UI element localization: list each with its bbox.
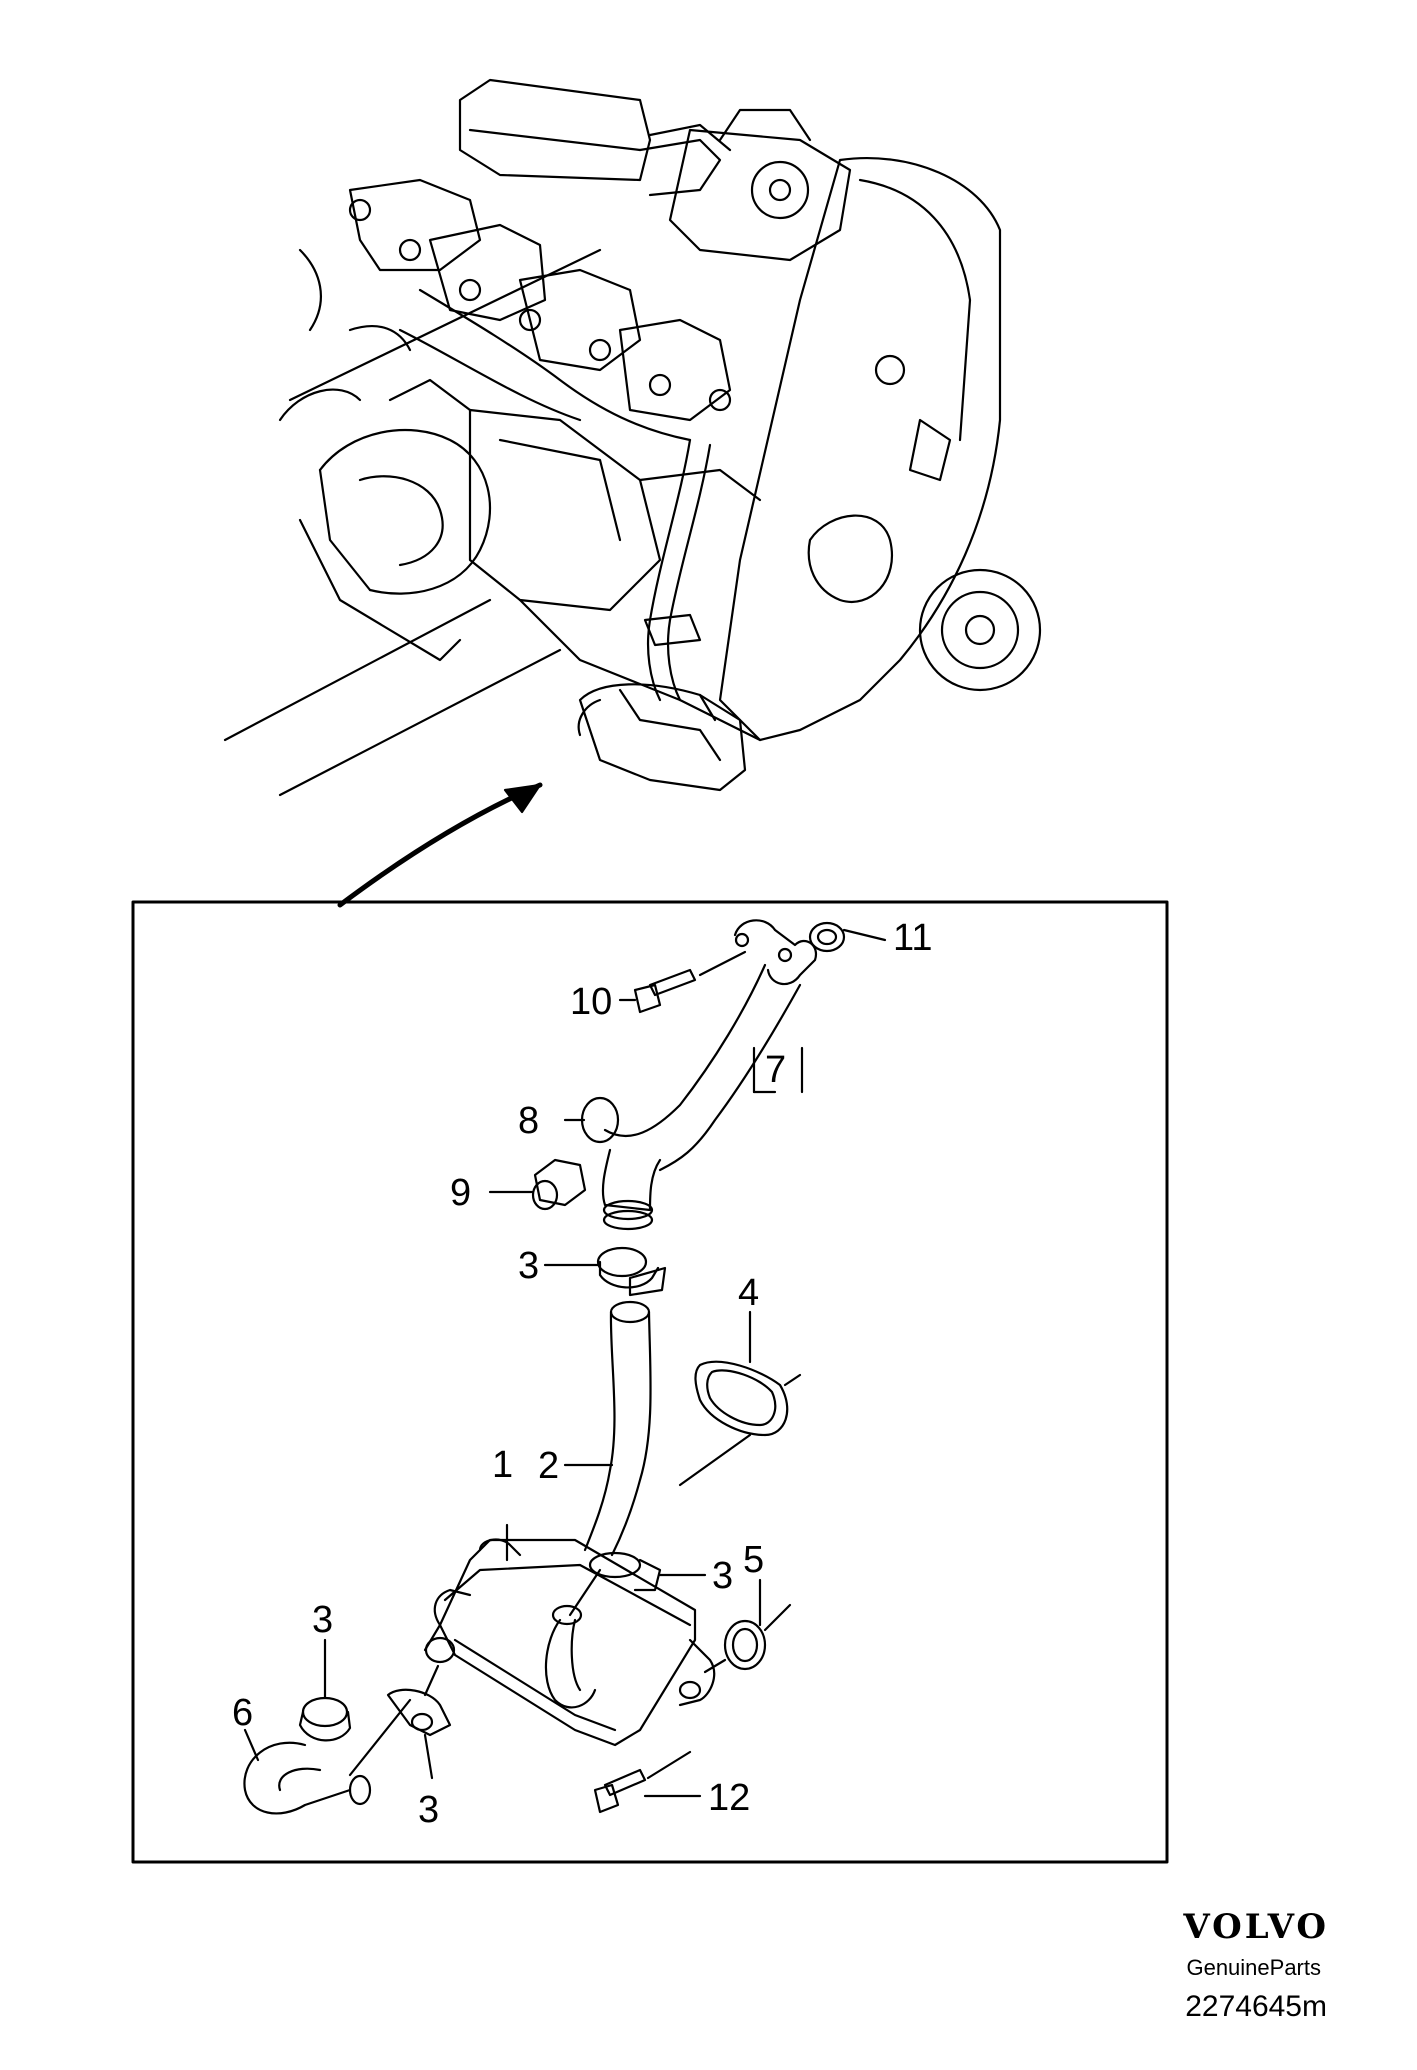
part-5-seal [703,1578,792,1674]
callout-3-right: 3 [712,1555,733,1597]
part-3-clamp-right [568,1551,707,1617]
engine-illustration [223,78,1042,797]
callout-7: 7 [765,1049,786,1091]
pointer-arrowhead [503,783,542,814]
callout-1: 1 [492,1444,513,1486]
callout-3-top: 3 [518,1245,539,1287]
callout-3-left: 3 [312,1599,333,1641]
part-3-clamp-bottom [386,1664,452,1780]
part-2-hose [563,1300,652,1557]
part-3-clamp-left [298,1638,352,1742]
part-3-clamp-top [543,1246,667,1297]
pointer-arrow [337,782,543,908]
part-11-o-ring [808,921,887,953]
callout-3-bottom: 3 [418,1789,439,1831]
callout-6: 6 [232,1692,253,1734]
part-6-hose-bend [243,1698,412,1815]
part-1-oil-cooler [423,1523,716,1747]
brand-subtitle: GenuineParts [1186,1955,1321,1980]
callout-4: 4 [738,1272,759,1314]
detail-frame [131,900,1169,1864]
part-4-gasket [678,1310,802,1487]
callout-12: 12 [708,1777,750,1819]
callout-2: 2 [538,1445,559,1487]
part-10-bolt [618,950,747,1014]
callout-labels: 11 10 7 8 9 3 4 2 1 5 3 3 6 3 12 [232,917,932,1831]
callout-5: 5 [743,1539,764,1581]
part-7-marker [752,1046,804,1094]
volvo-logo: VOLVO [1183,1907,1329,1947]
part-9-plug [488,1158,587,1211]
callout-11: 11 [893,917,932,959]
drawing-number: 2274645m [1185,1990,1327,2023]
callout-9: 9 [450,1172,471,1214]
callout-8: 8 [518,1100,539,1142]
part-8-coolant-pipe [563,919,818,1231]
part-12-bolt [593,1750,702,1814]
callout-10: 10 [570,981,612,1023]
